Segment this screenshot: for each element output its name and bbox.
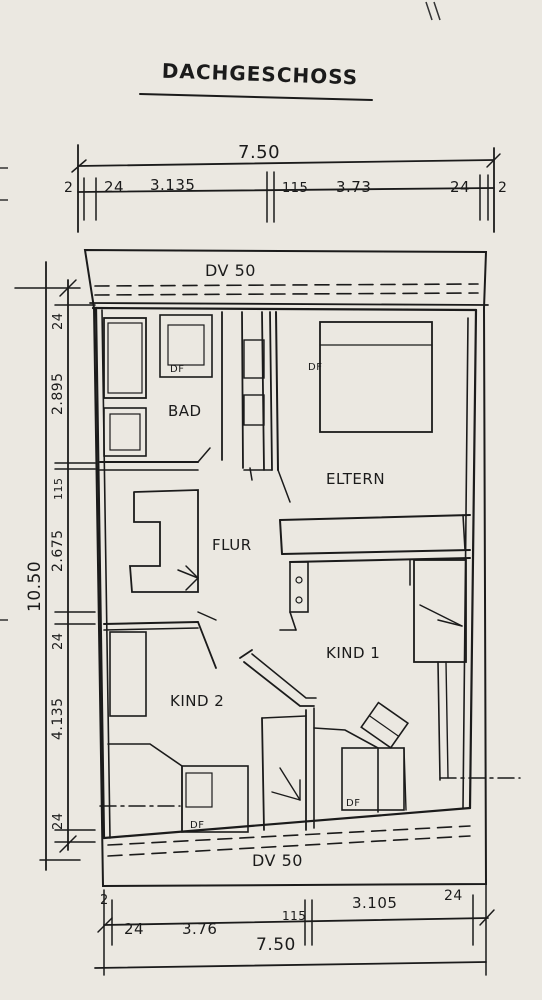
dim-top-seg-4: 115 xyxy=(282,181,308,196)
dim-left-seg-5: 24 xyxy=(51,632,66,650)
df-label-2: DF xyxy=(308,362,322,373)
dim-left-seg-7: 24 xyxy=(51,812,66,830)
dim-bottom-seg-3: 3.76 xyxy=(182,920,217,938)
dim-left-seg-4: 2.675 xyxy=(50,529,66,572)
room-label-flur: FLUR xyxy=(212,536,252,554)
room-label-eltern: ELTERN xyxy=(326,470,385,488)
dv-top-label: DV 50 xyxy=(205,261,256,280)
dim-bottom-seg-1: 2 xyxy=(100,893,109,908)
dim-top-seg-1: 2 xyxy=(64,180,73,196)
room-label-kind2: KIND 2 xyxy=(170,692,224,710)
dim-bottom-seg-5: 3.105 xyxy=(352,894,397,912)
dim-bottom-total: 7.50 xyxy=(256,935,296,955)
dim-bottom-seg-4: 115 xyxy=(282,909,306,923)
dim-top-seg-5: 3.73 xyxy=(336,178,371,196)
df-label-3: DF xyxy=(190,820,204,831)
dim-top-seg-7: 2 xyxy=(498,180,507,196)
dim-top-total: 7.50 xyxy=(238,142,280,163)
dim-top-seg-2: 24 xyxy=(104,178,124,196)
dim-bottom-seg-6: 24 xyxy=(444,888,463,904)
dim-top-seg-6: 24 xyxy=(450,178,470,196)
dim-left-total: 10.50 xyxy=(25,561,45,612)
room-label-bad: BAD xyxy=(168,402,202,420)
dim-left-seg-6: 4.135 xyxy=(50,697,66,740)
df-label-4: DF xyxy=(346,798,360,809)
dim-bottom-seg-2: 24 xyxy=(124,920,144,938)
room-label-kind1: KIND 1 xyxy=(326,644,380,662)
dim-left-seg-1: 24 xyxy=(51,312,66,330)
dim-top-seg-3: 3.135 xyxy=(150,176,195,194)
df-label-1: DF xyxy=(170,364,184,375)
dv-bottom-label: DV 50 xyxy=(252,851,303,870)
dim-left-seg-2: 2.895 xyxy=(50,372,66,415)
dim-left-seg-3: 115 xyxy=(52,478,65,501)
